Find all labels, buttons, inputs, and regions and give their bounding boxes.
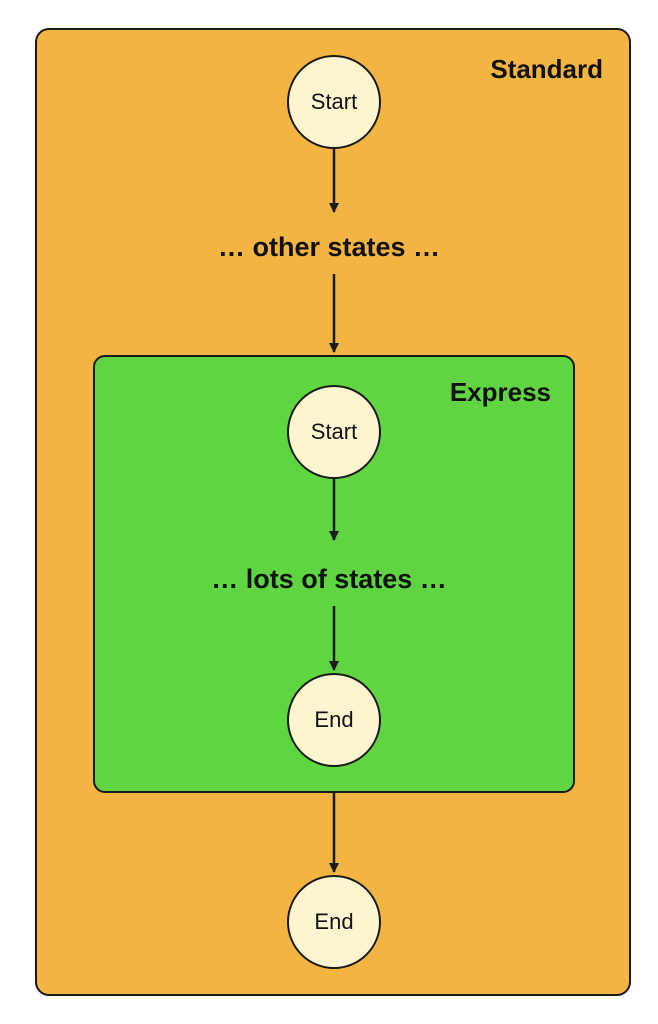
standard-end-node: End	[287, 875, 381, 969]
express-title: Express	[449, 377, 551, 407]
express-start-node: Start	[287, 385, 381, 479]
standard-middle-states-label: … other states …	[217, 232, 441, 262]
standard-start-node: Start	[287, 55, 381, 149]
express-middle-states-label: … lots of states …	[211, 564, 447, 594]
express-end-node: End	[287, 673, 381, 767]
standard-title: Standard	[490, 54, 603, 84]
